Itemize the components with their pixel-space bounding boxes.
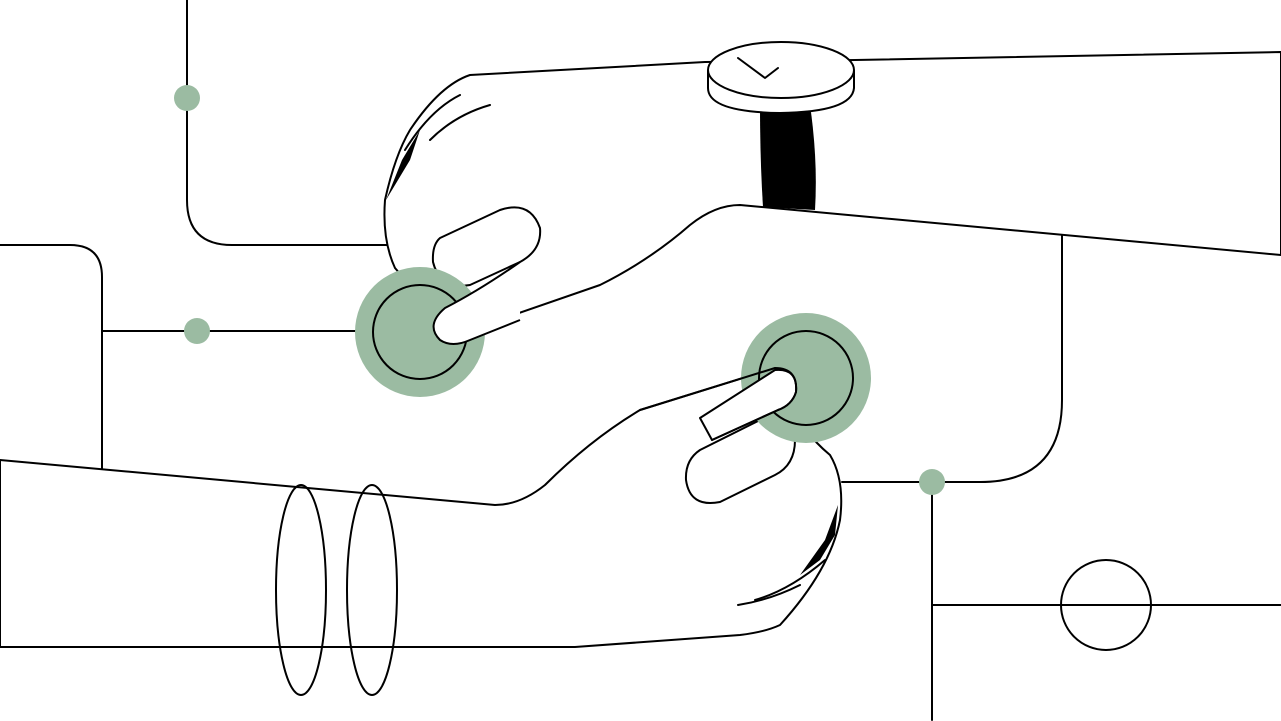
- circuit-ring-icon: [1060, 559, 1152, 651]
- finger-shadow: [386, 130, 420, 200]
- watch-strap: [760, 105, 816, 210]
- circuit-line-left: [0, 244, 103, 471]
- circuit-node-icon: [174, 85, 200, 111]
- finger-shadow: [800, 505, 838, 575]
- finger-line: [429, 104, 491, 141]
- touch-ring: [758, 330, 854, 426]
- lower-hand: [0, 367, 843, 696]
- circuit-node-icon: [919, 469, 945, 495]
- touch-point-icon: [741, 313, 871, 443]
- circuit-line-right: [841, 234, 1063, 483]
- bracelet: [275, 484, 327, 696]
- finger-line: [737, 584, 801, 606]
- index-finger-lower: [639, 367, 798, 441]
- finger-line: [404, 94, 461, 151]
- circuit-nodes: [174, 85, 945, 495]
- upper-hand: [383, 41, 1281, 335]
- index-finger-upper: [432, 261, 521, 345]
- circuit-line-top-left: [186, 0, 391, 246]
- touch-point-icon: [355, 267, 485, 397]
- finger-line: [754, 559, 826, 601]
- upper-arm: [383, 51, 1281, 335]
- watch-hands: [737, 57, 779, 79]
- circuit-node-icon: [184, 318, 210, 344]
- bracelet: [346, 484, 398, 696]
- watch-icon: [707, 41, 855, 99]
